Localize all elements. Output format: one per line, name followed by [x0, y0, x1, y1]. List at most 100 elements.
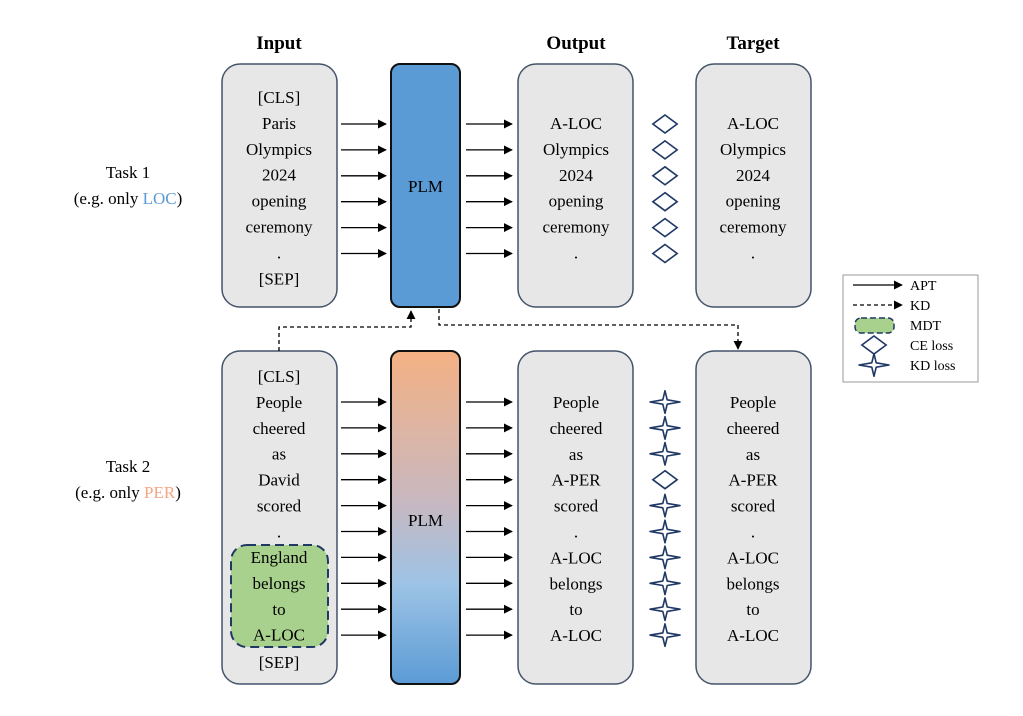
- task2-target-token: scored: [731, 497, 776, 516]
- legend-kd-marker: [858, 352, 890, 378]
- task2-target-token: belongs: [727, 574, 780, 593]
- task2-output-token: scored: [554, 497, 599, 516]
- task1-output-token: Olympics: [543, 140, 609, 159]
- task2-target-token: A-LOC: [727, 626, 779, 645]
- header-target: Target: [726, 33, 780, 54]
- legend-mdt-swatch: [854, 317, 895, 334]
- task2-input-token: People: [256, 393, 302, 412]
- task1-input-token: [SEP]: [259, 269, 300, 288]
- task2-input-token: cheered: [253, 419, 306, 438]
- header-input: Input: [256, 33, 302, 54]
- legend-kd-label: KD: [910, 299, 930, 314]
- mdt-token: A-LOC: [253, 626, 305, 645]
- kd-loss-icon: [858, 352, 890, 378]
- task1-input-token: opening: [252, 192, 307, 211]
- kd-loss-icon: [649, 493, 681, 518]
- task1-input-token: 2024: [262, 166, 297, 185]
- task2-output-tokens: PeoplecheeredasA-PERscored.A-LOCbelongst…: [550, 393, 603, 645]
- task1-target-token: ceremony: [719, 218, 787, 237]
- task2-output-token: A-LOC: [550, 626, 602, 645]
- task2-plm-box: [390, 350, 461, 685]
- ce-loss-icon: [651, 469, 679, 490]
- task2-target-box: [695, 350, 812, 685]
- task1-input-token: Paris: [262, 114, 296, 133]
- task2-input-token: [CLS]: [258, 367, 301, 386]
- task1-plm-label: PLM: [408, 177, 443, 196]
- task2-output-box: [517, 350, 634, 685]
- task2-target-tokens: PeoplecheeredasA-PERscored.A-LOCbelongst…: [727, 393, 780, 645]
- task2-target-token: People: [730, 393, 776, 412]
- mdt-token: to: [272, 600, 285, 619]
- mdt-highlight-box: [230, 544, 329, 648]
- task1-output-token: ceremony: [542, 218, 610, 237]
- task2-input-token: David: [258, 471, 300, 490]
- task2-apt-arrows: [341, 397, 513, 640]
- task2-plm-label: PLM: [408, 511, 443, 530]
- header-output: Output: [546, 33, 606, 54]
- task1-label: Task 1: [106, 163, 151, 182]
- task2-target-token: .: [751, 523, 755, 542]
- task2-target-token: A-LOC: [727, 548, 779, 567]
- task2-label: Task 2: [106, 457, 151, 476]
- ce-loss-icon: [651, 165, 679, 186]
- task2-output-token: People: [553, 393, 599, 412]
- task2-input-token: as: [272, 445, 286, 464]
- task1-output-tokens: A-LOC Olympics 2024 opening ceremony.: [542, 114, 610, 263]
- ce-loss-icon: [651, 191, 679, 212]
- mdt-token: England: [251, 548, 308, 567]
- task2-output-token: cheered: [550, 419, 603, 438]
- task1-plm-box: [390, 63, 461, 308]
- task1-output-box: [517, 63, 634, 308]
- task1-apt-arrows: [341, 119, 513, 259]
- task1-target-tokens: A-LOC Olympics 2024 opening ceremony.: [719, 114, 787, 263]
- kd-arrow-input-to-plm: [278, 310, 416, 351]
- task1-input-token: ceremony: [245, 218, 313, 237]
- task2-target-token: cheered: [727, 419, 780, 438]
- kd-arrow-plm-to-target: [438, 309, 743, 350]
- task1-input-token: [CLS]: [258, 88, 301, 107]
- task2-output-token: as: [569, 445, 583, 464]
- kd-loss-icon: [649, 441, 681, 466]
- task2-target-token: as: [746, 445, 760, 464]
- task2-input-tokens: [CLS]PeoplecheeredasDavidscored.Englandb…: [251, 367, 308, 672]
- task1-output-token: opening: [549, 192, 604, 211]
- task1-loss-markers: [651, 114, 679, 264]
- task2-target-token: A-PER: [728, 471, 778, 490]
- task2-output-token: belongs: [550, 574, 603, 593]
- task1-input-token: Olympics: [246, 140, 312, 159]
- task2-input-token: [SEP]: [259, 653, 300, 672]
- legend-ce-label: CE loss: [910, 339, 953, 354]
- task1-output-token: 2024: [559, 166, 594, 185]
- mdt-token: belongs: [253, 574, 306, 593]
- task1-target-box: [695, 63, 812, 308]
- task2-output-token: .: [574, 523, 578, 542]
- legend-mdt-label: MDT: [910, 319, 942, 334]
- task1-output-token: .: [574, 244, 578, 263]
- ce-loss-icon: [651, 139, 679, 160]
- kd-loss-icon: [649, 571, 681, 596]
- kd-loss-icon: [649, 415, 681, 440]
- kd-loss-icon: [649, 545, 681, 570]
- task2-loss-markers: [649, 389, 681, 648]
- task1-target-token: 2024: [736, 166, 771, 185]
- task1-target-token: A-LOC: [727, 114, 779, 133]
- task2-output-token: to: [569, 600, 582, 619]
- ce-loss-icon: [651, 217, 679, 238]
- task1-output-token: A-LOC: [550, 114, 602, 133]
- task2-input-token: .: [277, 522, 281, 541]
- task1-target-token: Olympics: [720, 140, 786, 159]
- task1-input-token: .: [277, 243, 281, 262]
- legend-kdloss-label: KD loss: [910, 359, 956, 374]
- ce-loss-icon: [651, 243, 679, 264]
- task1-input-box: [221, 63, 338, 308]
- task1-target-token: .: [751, 244, 755, 263]
- legend: APT KD MDT CE loss KD loss: [842, 274, 979, 383]
- kd-loss-icon: [649, 519, 681, 544]
- kd-loss-icon: [649, 389, 681, 415]
- task1-target-token: opening: [726, 192, 781, 211]
- legend-apt-label: APT: [910, 279, 937, 294]
- kd-loss-icon: [649, 623, 681, 648]
